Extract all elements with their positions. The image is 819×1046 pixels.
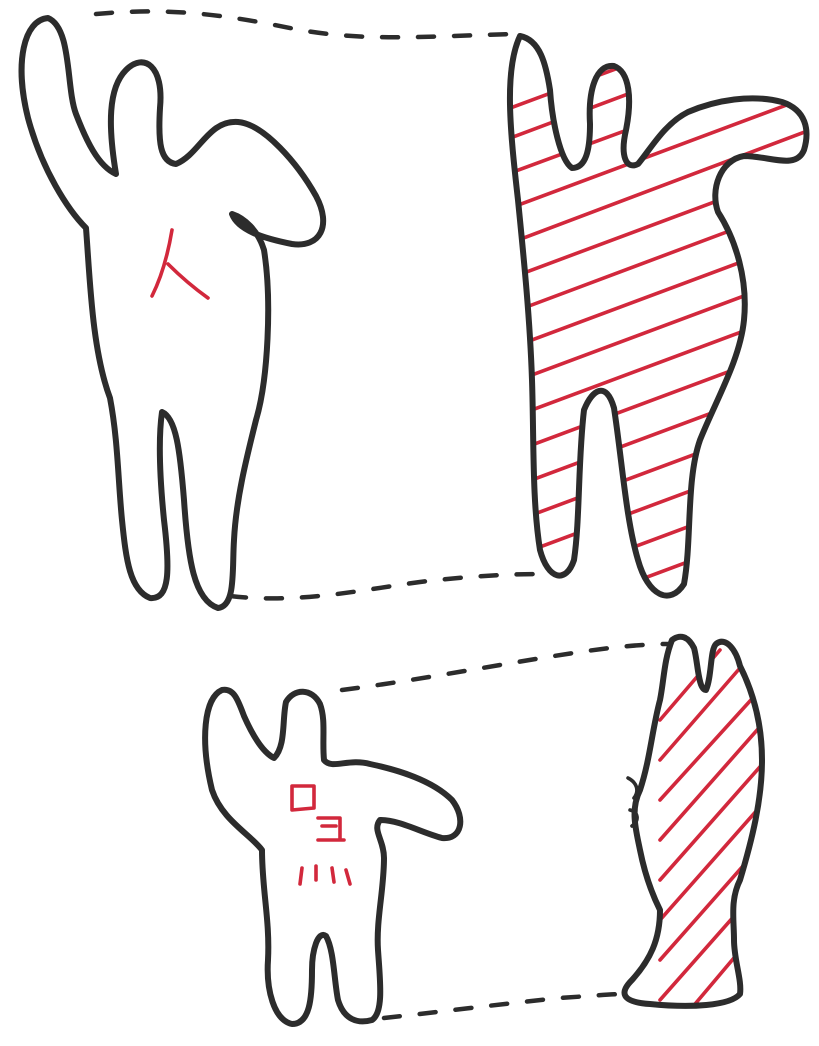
connector-small-top	[342, 644, 668, 690]
small-side-outline	[625, 637, 762, 1006]
large-front-outline	[22, 18, 324, 608]
large-side-outline	[510, 36, 807, 596]
small-figure-front	[205, 690, 460, 1024]
connector-large-bottom	[230, 574, 544, 598]
small-front-glyph	[292, 786, 350, 884]
large-figure-side	[505, 36, 810, 630]
small-side-hatching	[660, 650, 766, 1010]
small-figure-side	[625, 637, 766, 1010]
connector-large-top	[96, 11, 516, 37]
small-front-outline	[205, 690, 460, 1024]
large-figure-front	[22, 18, 324, 608]
large-front-glyph	[152, 230, 208, 298]
connector-small-bottom	[384, 994, 626, 1018]
large-side-hatching	[505, 60, 810, 630]
